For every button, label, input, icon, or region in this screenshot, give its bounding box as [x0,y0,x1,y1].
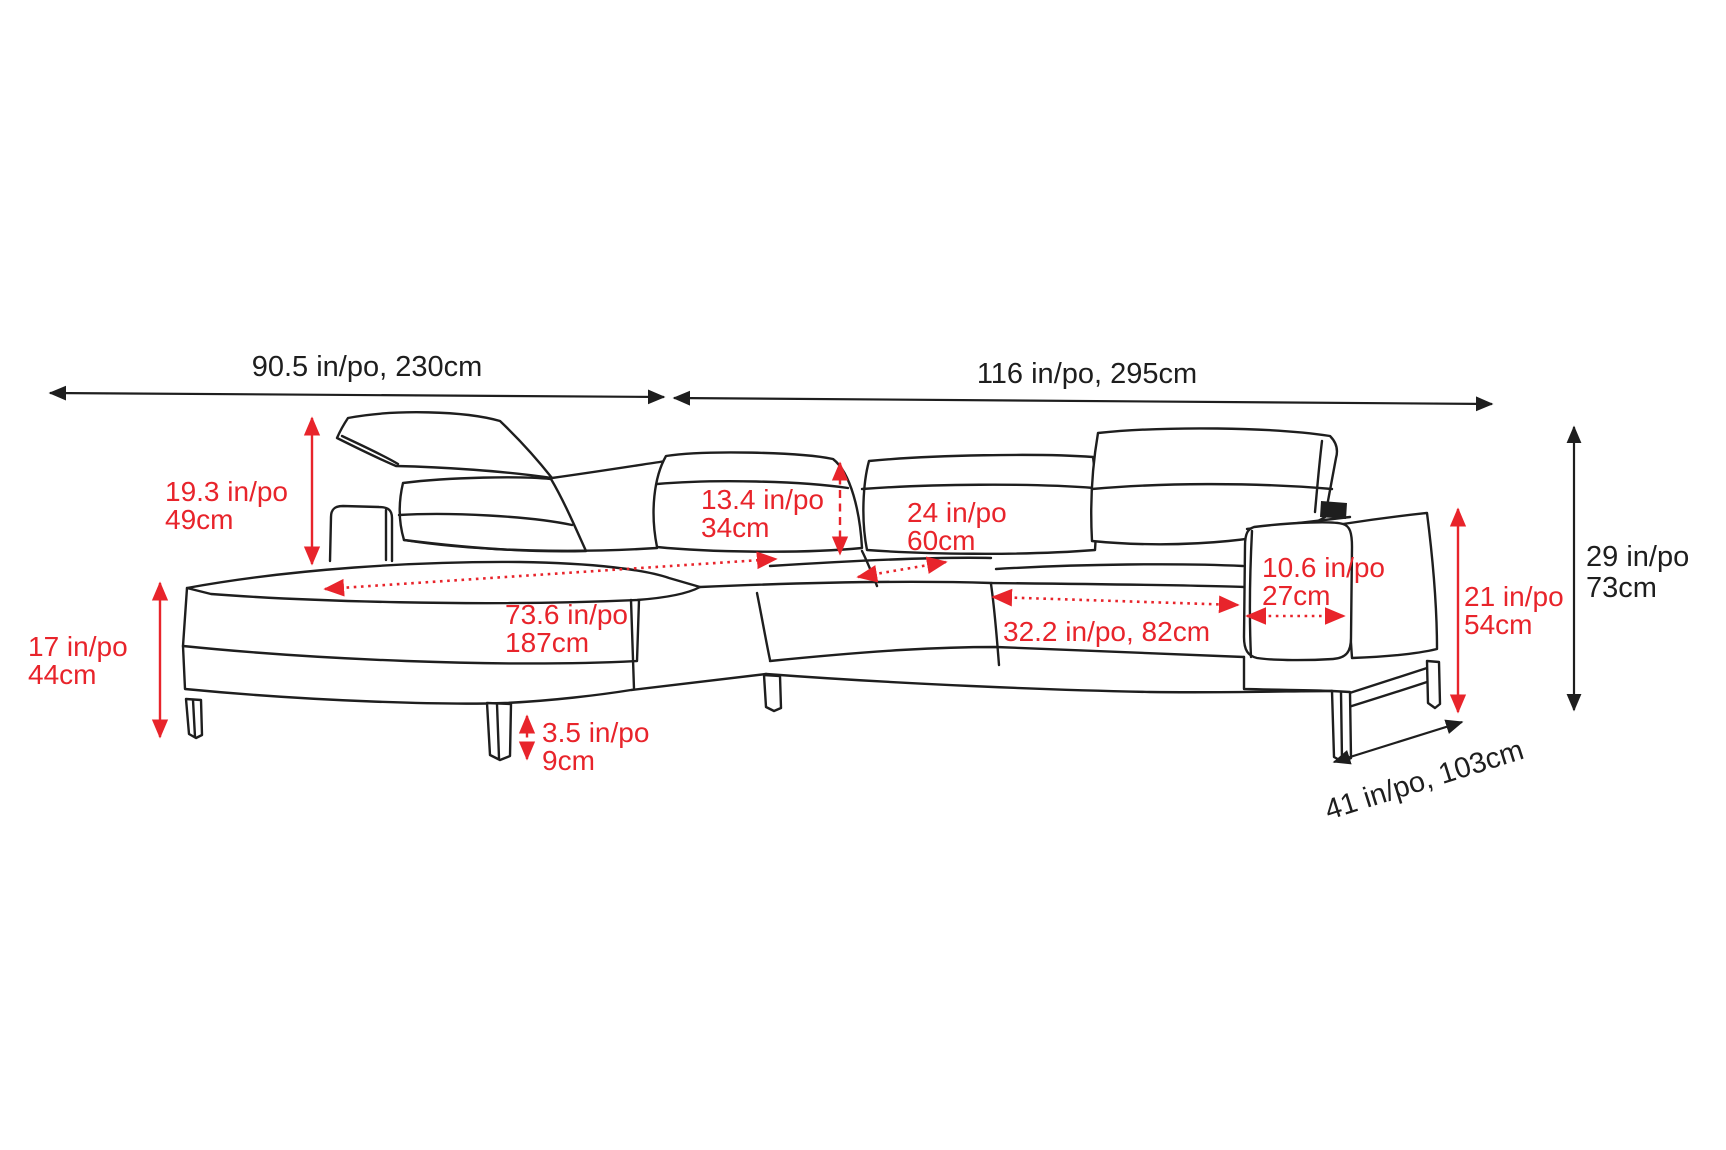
sofa-line-drawing [181,411,1442,764]
seat-depth-line1: 24 in/po [907,497,1007,528]
seat-back-groove-2 [994,563,1245,571]
chaise-depth-label: 73.6 in/po 187cm [505,599,636,658]
leg-split-line [191,698,197,739]
chaise-width-arrow [48,385,666,405]
right-headrest-hinge [1320,501,1347,519]
base-rail-right [764,672,1334,694]
leg-height-line1: 3.5 in/po [542,717,649,748]
seat-cushion-width-arrow [991,588,1240,614]
backrest-bottom-groove [402,538,659,553]
chaise-depth-line2: 187cm [505,627,589,658]
back-cushion-middle-1-seam [655,480,850,490]
chaise-depth-line1: 73.6 in/po [505,599,628,630]
headrest-height-line1: 19.3 in/po [165,476,288,507]
seat-side-at-arm [1242,655,1334,693]
backrest-height-line1: 13.4 in/po [701,484,824,515]
seat-height-label: 17 in/po 44cm [28,631,135,690]
back-cushion-middle-2 [862,453,1098,555]
right-headrest-edge-line [1313,439,1324,514]
seat-cushion-width-label: 32.2 in/po, 82cm [1003,616,1210,647]
backrest-height-line2: 34cm [701,512,769,543]
chaise-width-label: 90.5 in/po, 230cm [252,351,483,383]
chaise-backrest-seam [397,512,574,527]
back-frame-edge [550,459,668,480]
leg-split-line [495,702,501,760]
overall-height-line1: 29 in/po [1586,541,1689,573]
back-cushion-middle-2-seam [860,483,1096,491]
sofa-length-arrow [672,390,1494,412]
right-headrest-seam [1090,482,1334,491]
leg-height-label: 3.5 in/po 9cm [542,717,657,776]
headrest-height-label: 19.3 in/po 49cm [165,476,296,535]
seat-seam-1 [755,591,772,662]
leg [762,673,783,713]
armrest-width-label: 10.6 in/po 27cm [1262,552,1393,611]
red-dimension-arrows [151,416,1467,761]
backrest-height-label: 13.4 in/po 34cm [701,484,832,543]
armrest-front-seam [1248,529,1254,659]
red-dimension-labels: 19.3 in/po 49cm 17 in/po 44cm 73.6 in/po… [28,476,1571,776]
leg [1425,659,1442,710]
seat-height-line2: 44cm [28,659,96,690]
chaise-front-face [181,586,641,665]
seat-depth-arrow [856,556,948,583]
chaise-base [181,644,768,705]
chaise-front-seam [629,598,636,691]
seat-bottom-seam [768,645,1246,663]
seat-back-groove-1 [768,556,993,568]
left-headrest-fold-line [340,434,400,466]
seat-front-top-edge [698,580,1246,589]
left-headrest-flap [335,411,554,480]
seat-depth-line2: 60cm [907,525,975,556]
armrest-width-line1: 10.6 in/po [1262,552,1385,583]
sofa-length-label: 116 in/po, 295cm [977,358,1197,390]
left-side-console [328,504,394,563]
chaise-seat-top [185,560,702,605]
overall-depth-arrow [1332,719,1464,765]
overall-height-line2: 73cm [1586,572,1657,604]
corner-seat-seam [860,549,879,588]
armrest-height-line2: 54cm [1464,609,1532,640]
armrest-height-line1: 21 in/po [1464,581,1564,612]
armrest-width-line2: 27cm [1262,580,1330,611]
chaise-depth-arrow [323,551,778,597]
seat-height-line1: 17 in/po [28,631,128,662]
overall-height-label: 29 in/po 73cm [1586,541,1697,604]
leg-split-line [1339,690,1344,762]
black-dimensions [48,385,1582,765]
armrest-outer-panel [1341,511,1439,660]
leg-height-line2: 9cm [542,745,595,776]
headrest-height-line2: 49cm [165,504,233,535]
back-cushion-middle-1 [652,451,864,553]
seat-depth-label: 24 in/po 60cm [907,497,1014,556]
armrest-front-face [1242,521,1354,662]
armrest-height-label: 21 in/po 54cm [1464,581,1571,640]
